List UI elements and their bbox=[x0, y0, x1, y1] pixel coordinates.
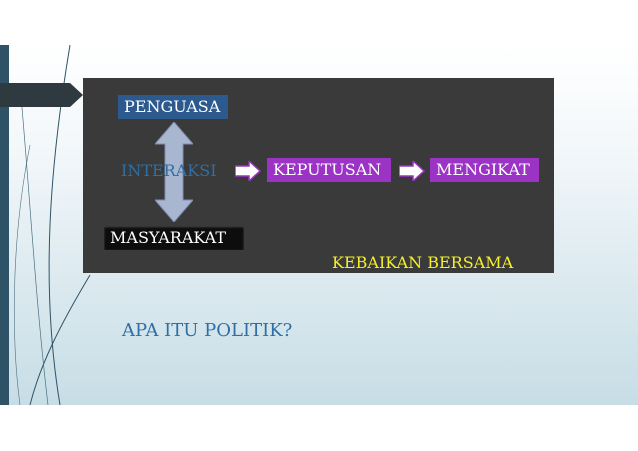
right-arrow-icon bbox=[399, 161, 425, 181]
slide: PENGUASA INTERAKSI KEPUTUSAN MENGIKAT MA… bbox=[0, 45, 638, 405]
mengikat-box: MENGIKAT bbox=[430, 158, 539, 182]
slide-question: APA ITU POLITIK? bbox=[122, 320, 293, 341]
banner-arrow-shape bbox=[0, 83, 83, 107]
kebaikan-bersama-label: KEBAIKAN BERSAMA bbox=[332, 253, 514, 272]
right-arrow-icon bbox=[235, 161, 261, 181]
decorative-lines bbox=[13, 45, 91, 405]
left-accent-bar bbox=[0, 45, 9, 405]
keputusan-box: KEPUTUSAN bbox=[267, 158, 391, 182]
interaksi-label: INTERAKSI bbox=[121, 161, 217, 180]
masyarakat-box: MASYARAKAT bbox=[104, 226, 244, 250]
penguasa-box: PENGUASA bbox=[118, 95, 228, 119]
double-arrow-icon bbox=[155, 122, 193, 222]
